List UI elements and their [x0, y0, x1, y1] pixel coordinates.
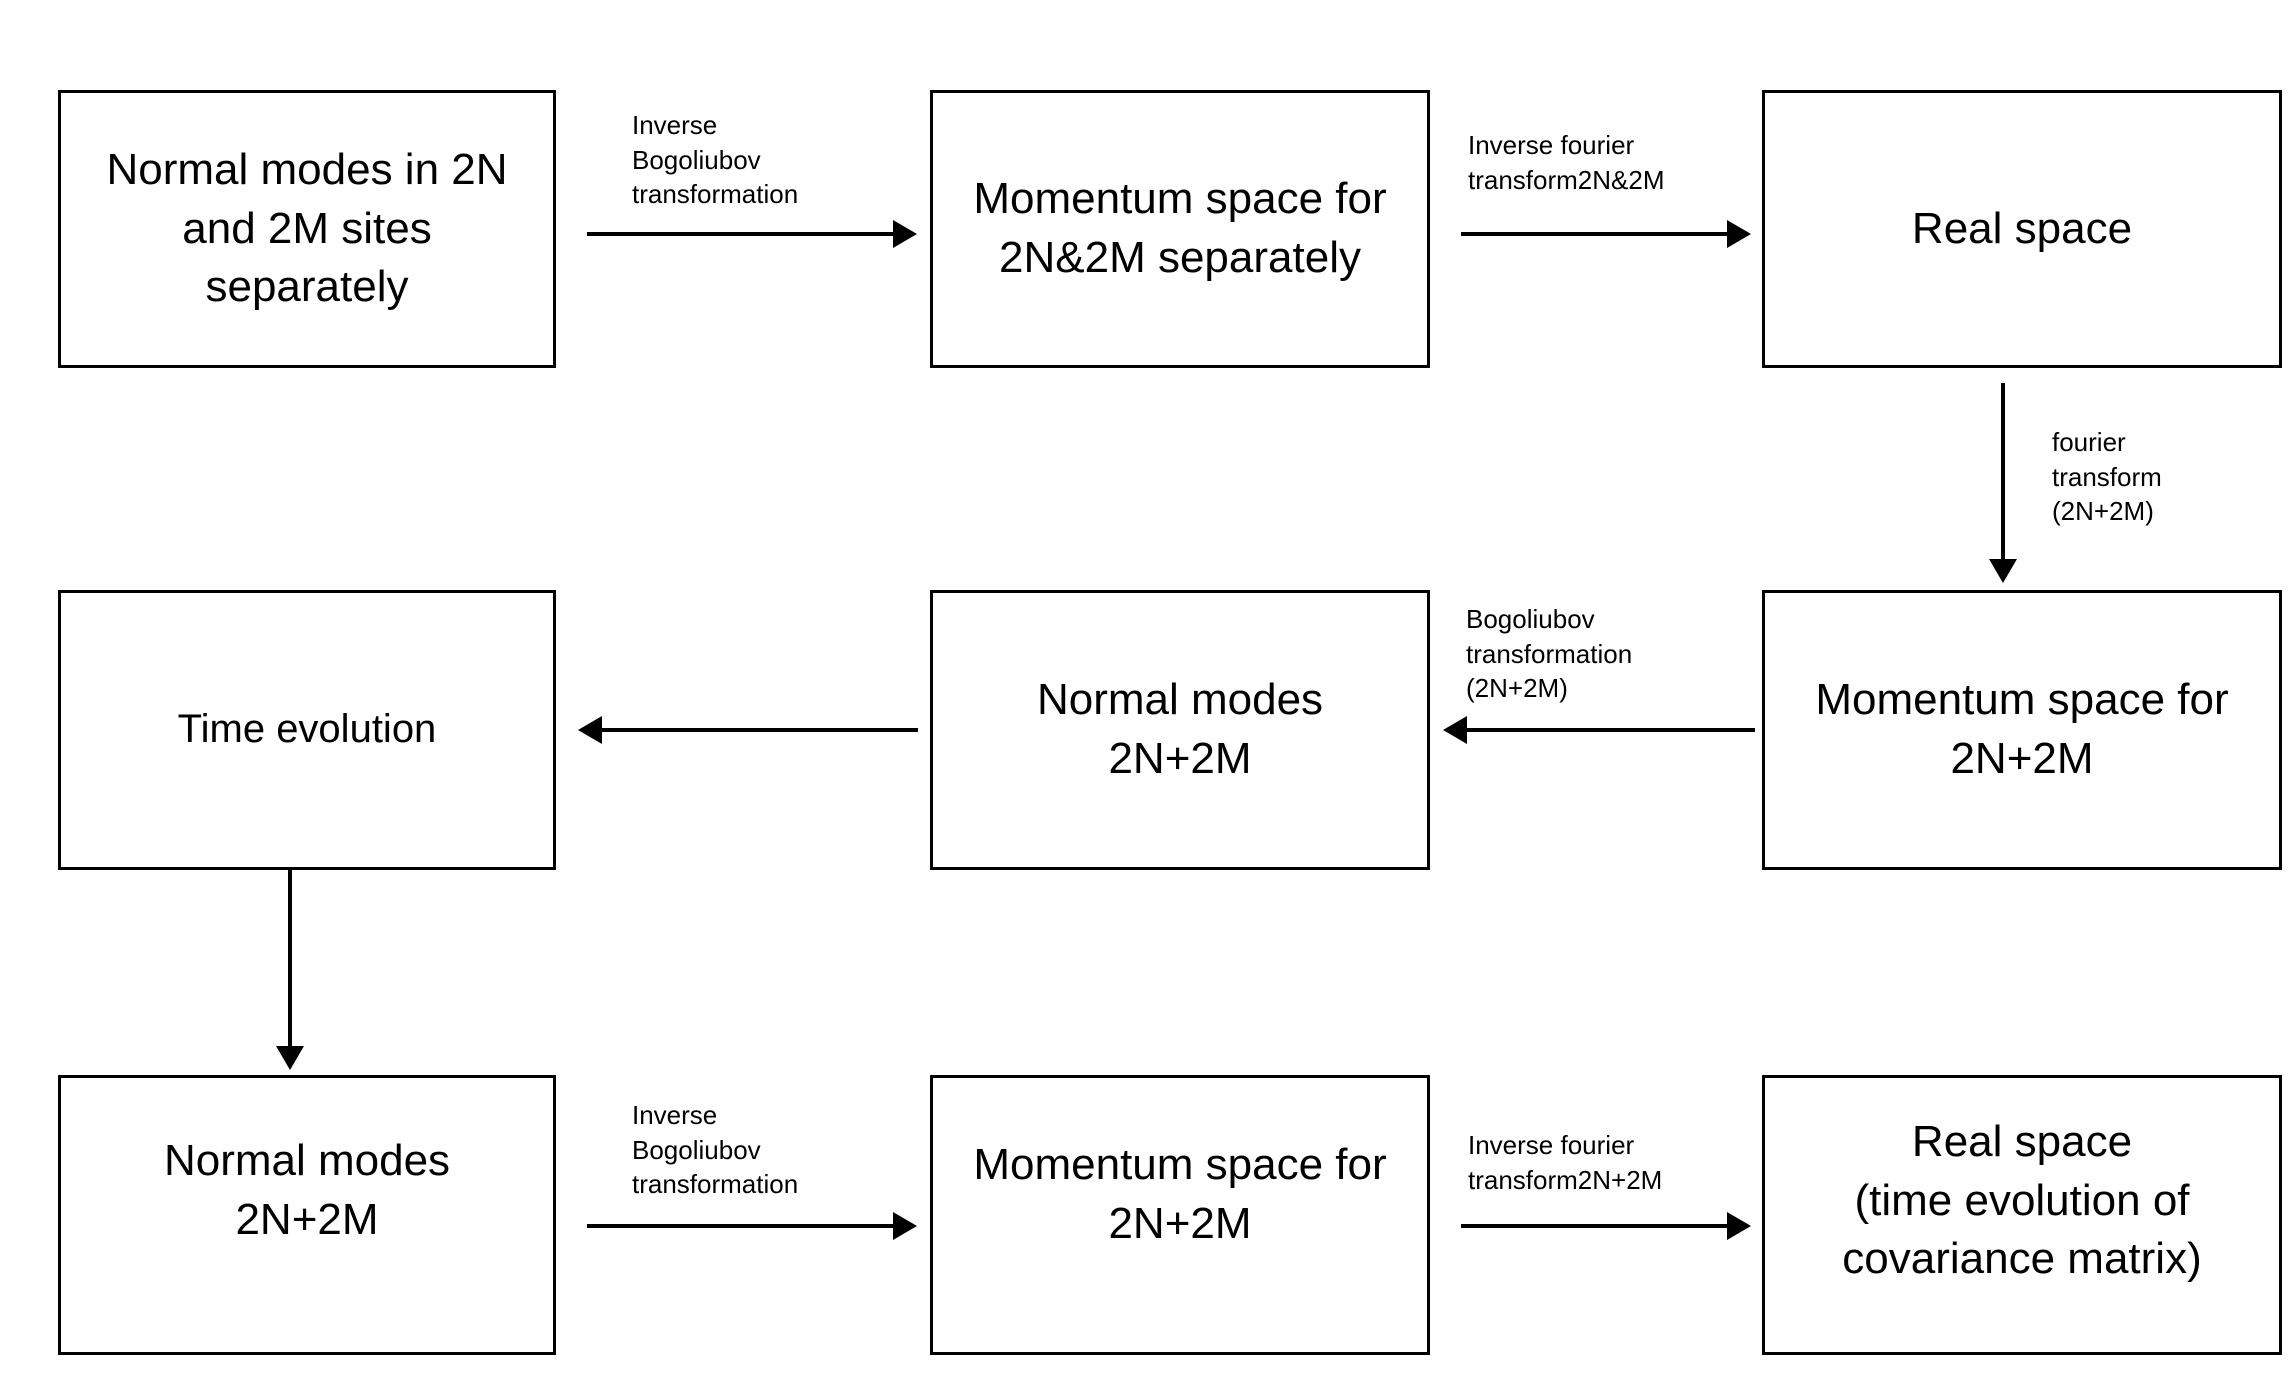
- node-momentum-space-2n2m-separate[interactable]: Momentum space for 2N&2M separately: [930, 90, 1430, 368]
- node-label: Momentum space for 2N&2M separately: [973, 174, 1387, 282]
- node-time-evolution[interactable]: Time evolution: [58, 590, 556, 870]
- node-label: Momentum space for 2N+2M: [973, 1140, 1387, 1248]
- node-real-space-covariance[interactable]: Real space (time evolution of covariance…: [1762, 1075, 2282, 1355]
- edge-label-inverse-bogoliubov-bottom: Inverse Bogoliubov transformation: [632, 1100, 799, 1200]
- node-normal-modes-2n-plus-2m-bottom[interactable]: Normal modes 2N+2M: [58, 1075, 556, 1355]
- node-real-space-top[interactable]: Real space: [1762, 90, 2282, 368]
- edge-label-bogoliubov-2n-plus-2m: Bogoliubov transformation (2N+2M): [1466, 604, 1633, 704]
- node-label: Momentum space for 2N+2M: [1815, 675, 2229, 783]
- arrow-fourier-transform-2n-plus-2m: [1989, 383, 2017, 583]
- arrow-to-time-evolution: [578, 716, 918, 744]
- arrow-inverse-bogoliubov-bottom: [587, 1212, 917, 1240]
- node-normal-modes-2n-plus-2m-mid[interactable]: Normal modes 2N+2M: [930, 590, 1430, 870]
- node-label: Normal modes in 2N and 2M sites separate…: [106, 144, 508, 312]
- node-momentum-space-2n-plus-2m-bottom[interactable]: Momentum space for 2N+2M: [930, 1075, 1430, 1355]
- arrow-inverse-fourier-2n2m: [1461, 220, 1751, 248]
- node-label: Real space (time evolution of covariance…: [1842, 1116, 2202, 1284]
- arrow-inverse-bogoliubov-top: [587, 220, 917, 248]
- node-label: Time evolution: [177, 707, 437, 752]
- edge-label-inverse-fourier-2n-plus-2m: Inverse fourier transform2N+2M: [1468, 1130, 1663, 1195]
- edge-label-inverse-fourier-2n2m: Inverse fourier transform2N&2M: [1468, 130, 1665, 195]
- edge-label-inverse-bogoliubov-top: Inverse Bogoliubov transformation: [632, 110, 799, 210]
- node-label: Normal modes 2N+2M: [1036, 675, 1324, 783]
- arrow-time-evolution-down: [276, 870, 304, 1070]
- arrow-inverse-fourier-2n-plus-2m: [1461, 1212, 1751, 1240]
- node-label: Real space: [1911, 203, 2133, 253]
- arrow-bogoliubov-2n-plus-2m: [1443, 716, 1755, 744]
- node-label: Normal modes 2N+2M: [163, 1136, 451, 1244]
- node-momentum-space-2n-plus-2m-mid[interactable]: Momentum space for 2N+2M: [1762, 590, 2282, 870]
- edge-label-fourier-transform-2n-plus-2m: fourier transform (2N+2M): [2052, 427, 2162, 527]
- node-normal-modes-2n-2m-separate[interactable]: Normal modes in 2N and 2M sites separate…: [58, 90, 556, 368]
